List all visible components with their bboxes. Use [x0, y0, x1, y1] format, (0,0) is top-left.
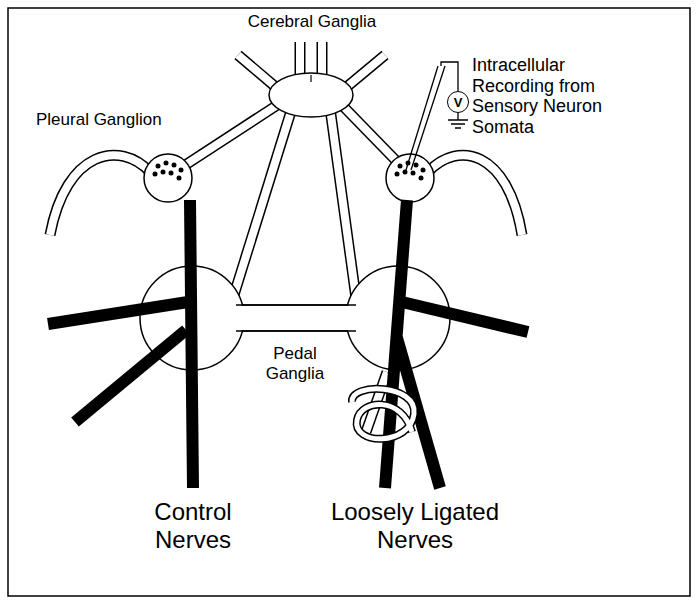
electrode [406, 62, 468, 170]
cerebral-notch [310, 75, 311, 82]
frame [8, 8, 690, 596]
ganglion-label: Pleural Ganglion [36, 110, 186, 130]
pedal-commissure [220, 305, 370, 331]
ligature [352, 389, 414, 439]
connective-outline [50, 42, 522, 432]
connective-fill [50, 42, 522, 432]
black-nerve [48, 200, 528, 488]
commissure-overlap [236, 306, 356, 330]
voltmeter-symbol: V [447, 91, 469, 113]
cerebral-ganglia [269, 73, 353, 117]
voltmeter-letter: V [454, 96, 463, 109]
commissure-edge [236, 305, 356, 331]
ganglion-label: Cerebral Ganglia [212, 12, 412, 32]
ganglion-label: Pedal Ganglia [255, 344, 335, 383]
pedal-commissure-fill [220, 306, 370, 330]
recording-label: Intracellular Recording from Sensory Neu… [472, 55, 622, 138]
sensory-neuron-somata [153, 161, 426, 181]
nerve-label: Control Nerves [133, 498, 253, 553]
pleural-ganglion [386, 154, 434, 202]
nerve-label: Loosely Ligated Nerves [318, 498, 513, 553]
pleural-ganglion [144, 154, 192, 202]
